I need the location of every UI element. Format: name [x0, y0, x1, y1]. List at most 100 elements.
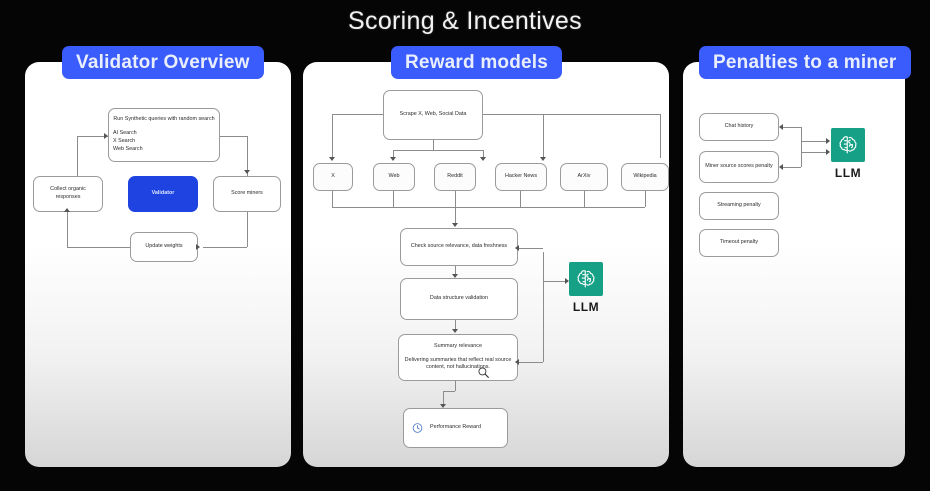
node-data-structure-validation-label: Data structure validation: [429, 295, 489, 302]
llm-brain-icon-penalties: [831, 128, 865, 162]
llm-feedback-v: [543, 252, 544, 362]
node-source-web[interactable]: Web: [373, 163, 415, 191]
connector-scrape-web-v: [393, 150, 394, 158]
connector-update-to-collect-h: [67, 247, 130, 248]
node-source-arxiv[interactable]: ArXiv: [560, 163, 608, 191]
node-scrape-sources[interactable]: Scrape X, Web, Social Data: [383, 90, 483, 140]
node-timeout-penalty[interactable]: Timeout penalty: [699, 229, 779, 257]
node-source-x-label: X: [331, 173, 335, 180]
connector-scrape-left-v: [332, 114, 333, 158]
mouse-cursor: [478, 367, 489, 378]
panel-title-validator-overview: Validator Overview: [62, 46, 264, 79]
node-item-web-search: Web Search: [113, 145, 143, 152]
llm-label-penalties: LLM: [834, 166, 862, 180]
node-run-synthetic-queries-head: Run Synthetic queries with random search: [113, 116, 215, 123]
panel-penalties-to-a-miner: Chat history Miner source scores penalty…: [683, 46, 911, 467]
node-item-x-search: X Search: [113, 138, 136, 144]
arrow-into-llm-1: [826, 138, 830, 144]
merge-wikipedia-v: [645, 191, 646, 207]
connector-summary-to-reward-v2: [443, 391, 444, 406]
node-chat-history[interactable]: Chat history: [699, 113, 779, 141]
node-check-source-relevance-label: Check source relevance, data freshness: [410, 243, 508, 250]
node-score-miners-label: Score miners: [231, 190, 263, 197]
node-performance-reward[interactable]: Performance Reward: [403, 408, 508, 448]
arrow-into-source-x: [329, 157, 335, 161]
node-run-synthetic-queries[interactable]: Run Synthetic queries with random search…: [108, 108, 220, 162]
arrow-into-score-miners: [244, 170, 250, 174]
panel-validator-overview: Run Synthetic queries with random search…: [25, 46, 291, 467]
node-score-miners[interactable]: Score miners: [213, 176, 281, 212]
brain-gear-icon: [577, 270, 595, 288]
penalty-return-miner-h: [783, 167, 801, 168]
connector-score-to-update-h: [203, 247, 247, 248]
connector-scrape-left-h: [332, 114, 383, 115]
node-summary-relevance[interactable]: Summary relevance Delivering summaries t…: [398, 334, 518, 381]
connector-scrape-reddit-v: [483, 150, 484, 158]
brain-gear-icon-penalties: [839, 136, 857, 154]
arrow-into-summary: [452, 329, 458, 333]
node-update-weights[interactable]: Update weights: [130, 232, 198, 262]
node-item-ai-search: AI Search: [113, 130, 137, 137]
connector-synthetic-to-score-h: [220, 136, 247, 137]
panel-penalties-body: Chat history Miner source scores penalty…: [683, 62, 905, 467]
node-miner-source-scores-penalty[interactable]: Miner source scores penalty: [699, 151, 779, 183]
node-streaming-penalty[interactable]: Streaming penalty: [699, 192, 779, 220]
panel-reward-models: Scrape X, Web, Social Data X Web: [303, 46, 669, 467]
node-validator[interactable]: Validator: [128, 176, 198, 212]
node-miner-source-scores-penalty-label: Miner source scores penalty: [705, 163, 773, 170]
arrow-into-llm-2: [826, 149, 830, 155]
node-chat-history-label: Chat history: [724, 123, 754, 130]
node-data-structure-validation[interactable]: Data structure validation: [400, 278, 518, 320]
clock-icon: [412, 423, 423, 433]
llm-input-h: [543, 281, 567, 282]
node-scrape-sources-label: Scrape X, Web, Social Data: [399, 111, 467, 118]
arrow-into-source-reddit: [480, 157, 486, 161]
node-source-x[interactable]: X: [313, 163, 353, 191]
connector-scrape-down-v: [433, 140, 434, 150]
node-collect-organic-responses-label: Collect organic responses: [50, 186, 86, 200]
panel-validator-overview-body: Run Synthetic queries with random search…: [25, 62, 291, 467]
arrow-llm-to-check: [515, 245, 519, 251]
connector-scrape-wikipedia-v: [660, 114, 661, 158]
node-streaming-penalty-label: Streaming penalty: [717, 202, 761, 209]
node-collect-organic-responses[interactable]: Collect organic responses: [33, 176, 103, 212]
node-performance-reward-label: Performance Reward: [430, 424, 481, 431]
merge-hn-v: [520, 191, 521, 207]
llm-badge-reward: LLM: [569, 262, 603, 314]
connector-summary-to-reward-h: [443, 391, 455, 392]
llm-brain-icon: [569, 262, 603, 296]
connector-scrape-mid-h: [393, 150, 483, 151]
connector-synthetic-to-score-v: [247, 136, 248, 176]
arrow-into-collect: [64, 208, 70, 212]
node-check-source-relevance[interactable]: Check source relevance, data freshness: [400, 228, 518, 266]
merge-x-v: [332, 191, 333, 207]
connector-scrape-hn-v: [543, 114, 544, 158]
node-source-arxiv-label: ArXiv: [577, 173, 591, 180]
arrow-into-llm: [565, 278, 569, 284]
arrow-into-source-web: [390, 157, 396, 161]
node-source-wikipedia[interactable]: Wikipedia: [621, 163, 669, 191]
penalty-to-llm-h1: [801, 141, 828, 142]
penalty-return-chat-h: [783, 127, 801, 128]
arrow-into-structure: [452, 274, 458, 278]
node-source-web-label: Web: [388, 173, 400, 180]
node-update-weights-label: Update weights: [145, 243, 183, 250]
arrow-llm-to-chat-history: [779, 124, 783, 130]
merge-reddit-v: [455, 191, 456, 207]
page-title: Scoring & Incentives: [348, 6, 582, 35]
llm-feedback-check-h: [518, 248, 543, 249]
connector-scrape-right-h: [483, 114, 661, 115]
merge-web-v: [393, 191, 394, 207]
penalty-return-bus-v: [801, 127, 802, 167]
arrow-into-check-source: [452, 223, 458, 227]
node-source-reddit[interactable]: Reddit: [434, 163, 476, 191]
connector-check-to-structure-v: [455, 266, 456, 276]
connector-collect-to-synthetic-h: [77, 136, 108, 137]
merge-bus-h: [332, 207, 645, 208]
node-source-hacker-news[interactable]: Hacker News: [495, 163, 547, 191]
node-summary-relevance-body: Delivering summaries that reflect real s…: [404, 356, 512, 371]
node-source-hacker-news-label: Hacker News: [504, 173, 538, 180]
merge-to-check-v: [455, 207, 456, 225]
penalty-to-llm-h2: [801, 152, 828, 153]
